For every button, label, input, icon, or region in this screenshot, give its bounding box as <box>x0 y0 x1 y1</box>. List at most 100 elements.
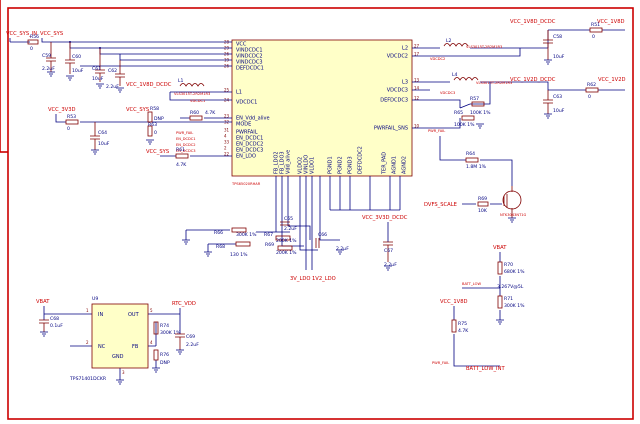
ground-symbol-19 <box>176 349 184 355</box>
ref-r76: R76 <box>160 352 169 358</box>
ref-r51: R51 <box>591 22 600 28</box>
pmic-pin-num: 12 <box>414 96 420 101</box>
pmic-pin-vdcdc3: VDCDC3 <box>387 88 408 94</box>
pmic-pin-vdcdc1: VDCDC1 <box>236 100 257 106</box>
net-label-vcc-3v3d-left: VCC_3V3D <box>48 107 76 113</box>
ref-c62: C62 <box>108 68 117 74</box>
ref-c59: C59 <box>42 53 51 59</box>
capacitor-c60 <box>65 42 75 74</box>
ground-symbol-1 <box>47 71 55 77</box>
capacitor-c59 <box>46 42 56 72</box>
net-label-vcc-1v2d: VCC_1V2D <box>598 77 626 83</box>
ground-symbol-7 <box>544 59 552 65</box>
value-c66: 2.2uF <box>336 246 349 252</box>
net-label-vbat-u9: VBAT <box>36 299 50 305</box>
ref-r64: R64 <box>466 151 475 157</box>
pmic-pin-fb_ldo2: FB_LDO2 <box>274 151 280 174</box>
pmic-pin-num: 22 <box>224 152 230 157</box>
value-c68: 0.1uF <box>50 323 63 329</box>
pmic-pin-l2: L2 <box>402 46 408 52</box>
u9-part-number: TPS71401DCKR <box>69 376 107 382</box>
pmic-pin-pwrfail: PWRFAIL <box>236 130 258 136</box>
ground-symbol-5 <box>91 149 99 155</box>
inductor-l4 <box>453 77 479 81</box>
net-label-dvfs-scale: DVFS_SCALE <box>424 202 457 208</box>
resistor-r56 <box>27 39 39 45</box>
value-c58: 10uF <box>553 54 565 60</box>
value-r51: 0 <box>592 34 595 40</box>
value-l1: VLS3015T-2R2M1R3 <box>174 92 210 96</box>
ground-symbol-2 <box>66 75 74 81</box>
net-vdcdc2: VDCDC2 <box>430 57 445 61</box>
net-pwr-fail-right: PWR_FAIL <box>428 129 445 133</box>
net-label-vcc-3v3d-dcdc: VCC_3V3D_DCDC <box>362 215 408 221</box>
net-label-vcc-sys: VCC_SYS <box>40 31 63 37</box>
ground-symbol-14 <box>384 265 392 271</box>
pmic-pin-mode: MODE <box>236 122 251 128</box>
wire-batt-low-int <box>453 306 500 367</box>
value-c61: 10uF <box>92 76 104 82</box>
pmic-pin-num: 27 <box>414 44 420 49</box>
value-c65: 2.2uF <box>284 226 297 232</box>
pmic-pin-pwrfail_sns: PWRFAIL_SNS <box>374 126 408 132</box>
resistor-r60 <box>189 115 203 121</box>
pmic-pin-en_vdd_alive: EN_Vdd_alive <box>236 116 270 122</box>
pmic-pin-defdcdc1: DEFDCDC1 <box>236 66 264 72</box>
value-r53: 0 <box>67 126 70 132</box>
ground-symbol-6 <box>146 139 154 145</box>
net-label-vcc-1v8d-dcdc-left: VCC_1V8D_DCDC <box>126 82 172 88</box>
net-label-batt-low-int: BATT_LOW_INT <box>466 366 505 372</box>
value-r75: 4.7K <box>458 328 469 334</box>
value-r63: 0 <box>154 130 157 136</box>
pmic-pin-vldo2: VLDO2 <box>298 157 304 174</box>
pmic-part-number: TPS65020RHAR <box>231 182 261 186</box>
value-r71: 300K 1% <box>504 303 525 309</box>
pmic-pin-pgnd3: PGND3 <box>348 156 354 174</box>
value-c63: 10uF <box>553 108 565 114</box>
pmic-body <box>231 39 413 177</box>
ref-c67: C67 <box>384 248 393 254</box>
net-label-vcc-sys-in: VCC_SYS_IN <box>6 31 37 37</box>
u9-pin-gnd: GND <box>112 354 124 360</box>
pmic-pin-num: 25 <box>224 88 230 93</box>
wire-vin-bus <box>69 42 232 67</box>
net-vdcdc3: VDCDC3 <box>440 91 455 95</box>
net-en-dcdc2: EN_DCDC2 <box>176 143 196 147</box>
pmic-pin-num: 17 <box>414 52 420 57</box>
capacitor-c67 <box>383 241 393 262</box>
pmic-pin-agnd1: AGND1 <box>392 156 398 174</box>
sheet-frame <box>7 7 634 420</box>
ground-symbol-16 <box>40 331 48 337</box>
wire-r57 <box>459 82 491 109</box>
net-label-vbat-right: VBAT <box>493 245 507 251</box>
pmic-pin-num: 2 <box>224 146 227 151</box>
mosfet-q6-gate <box>503 186 513 218</box>
net-label-rtc-vdd: RTC_VDD <box>172 301 196 307</box>
value-c69: 2.2uF <box>186 342 199 348</box>
ref-c65: C65 <box>284 216 293 222</box>
pmic-pin-vdcdc2: VDCDC2 <box>387 54 408 60</box>
pmic-pin-en_dcdc1: EN_DCDC1 <box>236 136 263 142</box>
wire-fb-ldo <box>256 176 401 270</box>
u9-pin-fb: FB <box>132 344 139 350</box>
u9-body <box>91 303 149 369</box>
u9-pin-num-3: 3 <box>122 370 125 375</box>
ref-r60: R60 <box>190 110 199 116</box>
value-q6: NTK3043NT1G <box>500 213 527 217</box>
net-label-vcc-sys-mid: VCC_SYS <box>126 107 149 113</box>
net-label-vcc-1v8d-bottom: VCC_1V8D <box>440 299 468 305</box>
u9-pin-nc: NC <box>98 344 106 350</box>
ref-l1: L1 <box>178 78 184 84</box>
net-label-vcc-1v8d-right: VCC_1V8D <box>597 19 625 25</box>
value-l2: VLS3015T-2R2M1R3 <box>466 45 502 49</box>
ground-symbol-11 <box>182 239 190 245</box>
value-c62: 2.2uF <box>106 84 119 90</box>
pmic-pin-num: 10 <box>414 124 420 129</box>
mosfet-q6 <box>502 190 522 210</box>
inductor-l2 <box>443 43 469 47</box>
ref-r68: R68 <box>216 244 225 250</box>
pmic-pin-defdcdc2: DEFDCDC2 <box>358 146 364 174</box>
ref-r69: R69 <box>478 196 487 202</box>
wire-vcc-sys-in <box>9 38 232 43</box>
